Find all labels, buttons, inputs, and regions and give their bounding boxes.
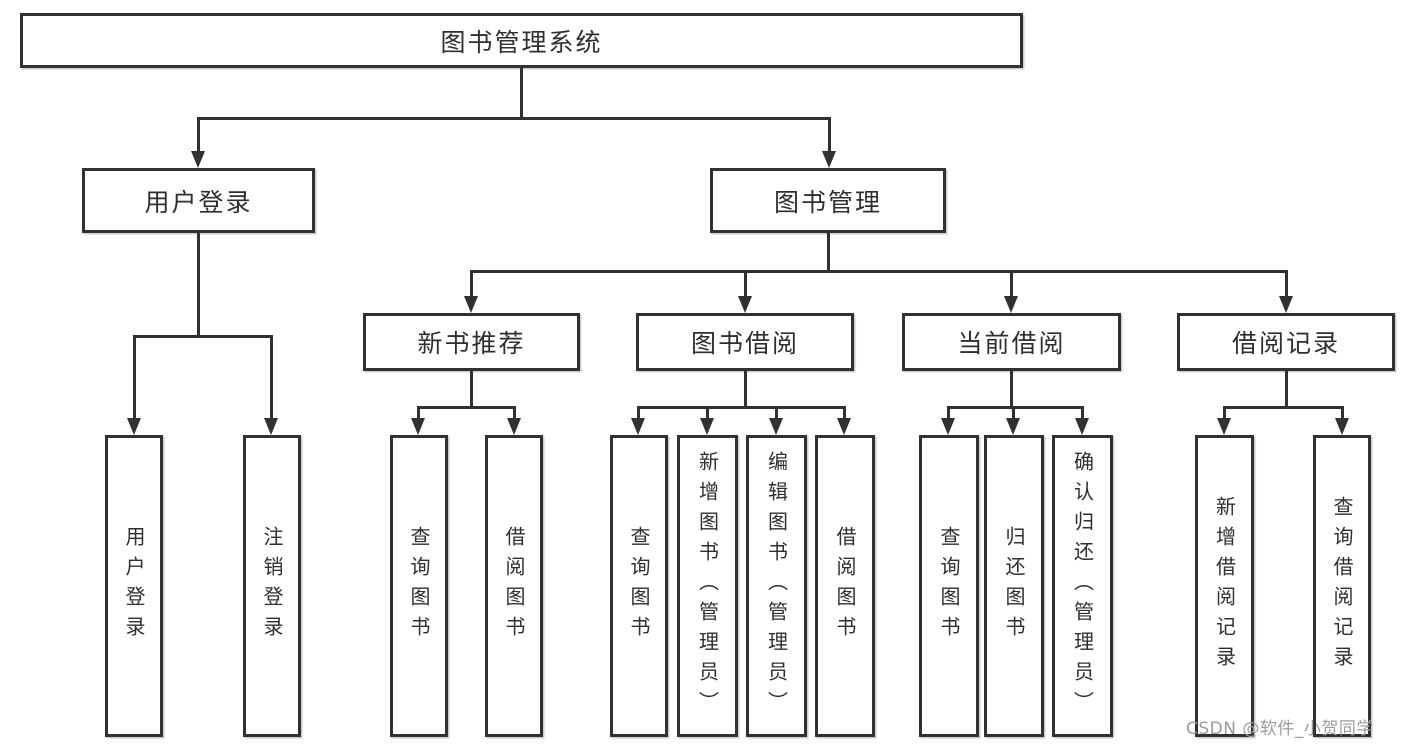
node-label: 查询借阅记录 (1330, 496, 1354, 676)
node-label: 图书管理系统 (440, 27, 603, 57)
leaf-br-add-record: 新增借阅记录 (1195, 435, 1254, 737)
arrow-down-icon (941, 418, 955, 435)
connector-line (947, 408, 950, 418)
node-label: 查询图书 (627, 526, 651, 646)
connector-line (270, 335, 273, 418)
leaf-cb-confirm-return-admin: 确认归还（管理员） (1052, 435, 1113, 737)
connector-line (133, 335, 136, 418)
arrow-down-icon (700, 418, 714, 435)
arrow-down-icon (1217, 418, 1231, 435)
leaf-cb-query-books: 查询图书 (919, 435, 979, 737)
node-label: 查询图书 (407, 526, 431, 646)
node-label: 查询图书 (937, 526, 961, 646)
connector-line (843, 408, 846, 418)
connector-line (1223, 406, 1344, 409)
node-new-book-recommend: 新书推荐 (363, 313, 580, 371)
node-label: 新增借阅记录 (1212, 496, 1237, 676)
arrow-down-icon (769, 418, 783, 435)
leaf-user-login: 用户登录 (105, 435, 163, 737)
node-label: 新增图书（管理员） (695, 451, 720, 721)
leaf-bb-query-books: 查询图书 (610, 435, 668, 737)
connector-line (1010, 371, 1013, 407)
arrow-down-icon (1279, 296, 1293, 313)
node-label: 借阅记录 (1231, 329, 1340, 358)
leaf-logout: 注销登录 (243, 435, 301, 737)
connector-line (1285, 371, 1288, 407)
node-label: 用户登录 (144, 187, 253, 217)
arrow-down-icon (1075, 418, 1089, 435)
leaf-br-query-record: 查询借阅记录 (1313, 435, 1371, 737)
leaf-nbr-borrow-books: 借阅图书 (485, 435, 543, 737)
connector-line (1223, 408, 1226, 418)
node-book-borrow: 图书借阅 (636, 313, 854, 371)
node-label: 图书借阅 (690, 329, 799, 358)
connector-line (706, 408, 709, 418)
leaf-bb-borrow-books: 借阅图书 (815, 435, 875, 737)
arrow-down-icon (411, 418, 425, 435)
leaf-nbr-query-books: 查询图书 (390, 435, 448, 737)
leaf-bb-edit-books-admin: 编辑图书（管理员） (746, 435, 807, 737)
connector-line (947, 406, 1084, 409)
arrow-down-icon (191, 151, 205, 168)
node-borrow-records: 借阅记录 (1177, 313, 1395, 371)
watermark-text: CSDN @软件_小贺同学 (1186, 719, 1374, 739)
connector-line (1012, 408, 1015, 418)
connector-line (470, 371, 473, 407)
node-label: 注销登录 (260, 526, 284, 646)
arrow-down-icon (837, 418, 851, 435)
node-label: 当前借阅 (957, 329, 1066, 358)
connector-line (828, 118, 831, 151)
connector-line (1010, 272, 1013, 296)
connector-line (470, 270, 1288, 273)
arrow-down-icon (1335, 418, 1349, 435)
connector-line (637, 408, 640, 418)
leaf-cb-return-books: 归还图书 (984, 435, 1044, 737)
connector-line (1285, 272, 1288, 296)
connector-line (133, 335, 273, 338)
node-current-borrow: 当前借阅 (902, 313, 1121, 371)
arrow-down-icon (1004, 296, 1018, 313)
arrow-down-icon (264, 418, 278, 435)
node-label: 归还图书 (1002, 526, 1026, 646)
arrow-down-icon (738, 296, 752, 313)
connector-line (1081, 408, 1084, 418)
node-label: 新书推荐 (417, 329, 526, 358)
connector-line (197, 118, 200, 151)
connector-line (470, 272, 473, 296)
node-user-login: 用户登录 (82, 168, 315, 233)
connector-line (197, 117, 831, 120)
node-label: 确认归还（管理员） (1070, 451, 1095, 721)
arrow-down-icon (464, 296, 478, 313)
arrow-down-icon (1006, 418, 1020, 435)
node-label: 借阅图书 (502, 526, 526, 646)
connector-line (1341, 408, 1344, 418)
node-label: 用户登录 (122, 526, 146, 646)
connector-line (513, 408, 516, 418)
node-book-management: 图书管理 (710, 168, 946, 233)
connector-line (775, 408, 778, 418)
arrow-down-icon (822, 151, 836, 168)
connector-line (197, 233, 200, 335)
node-root: 图书管理系统 (20, 13, 1023, 68)
arrow-down-icon (127, 418, 141, 435)
connector-line (417, 406, 516, 409)
node-label: 编辑图书（管理员） (764, 451, 789, 721)
arrow-down-icon (507, 418, 521, 435)
node-label: 借阅图书 (833, 526, 857, 646)
node-label: 图书管理 (773, 187, 882, 217)
connector-line (637, 406, 846, 409)
arrow-down-icon (631, 418, 645, 435)
connector-line (744, 371, 747, 407)
leaf-bb-add-books-admin: 新增图书（管理员） (677, 435, 738, 737)
connector-line (744, 272, 747, 296)
connector-line (827, 233, 830, 270)
connector-line (520, 68, 523, 118)
connector-line (417, 408, 420, 418)
